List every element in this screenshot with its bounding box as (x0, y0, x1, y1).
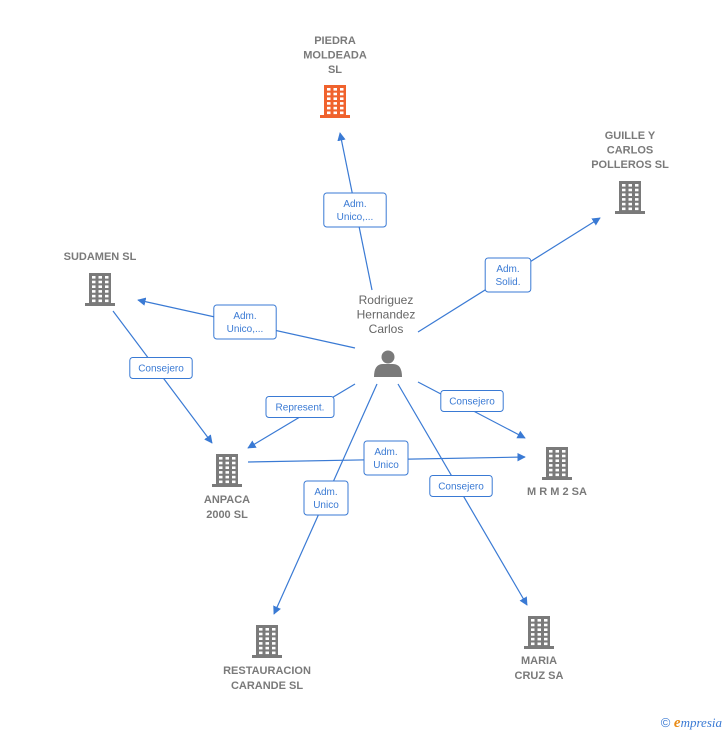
edge-label-center-mrm2[interactable]: Consejero (440, 390, 504, 412)
company-name-sudamen[interactable]: SUDAMEN SL (64, 251, 137, 263)
person-name[interactable]: Hernandez (357, 308, 416, 322)
brand-logo: empresia (673, 715, 722, 731)
building-icon-piedra[interactable] (320, 85, 350, 118)
company-name-restauracion[interactable]: CARANDE SL (231, 680, 303, 692)
company-name-piedra[interactable]: MOLDEADA (303, 50, 367, 62)
company-name-guille[interactable]: CARLOS (607, 145, 653, 157)
person-name[interactable]: Carlos (369, 322, 404, 336)
nodes-layer: PIEDRA MOLDEADA SL GUILLE Y CARLOS POLLEROS S… (64, 35, 669, 692)
edge-label-text: Adm. (233, 311, 256, 322)
building-icon-mrm2[interactable] (542, 447, 572, 480)
company-name-piedra[interactable]: PIEDRA (314, 35, 356, 47)
edge-label-anpaca-mrm2[interactable]: Adm. Unico (363, 440, 409, 476)
company-name-mrm2[interactable]: M R M 2 SA (527, 486, 587, 498)
edge-label-text: Unico,... (227, 324, 264, 335)
edge-label-text: Adm. (374, 447, 397, 458)
edge-label-text: Consejero (449, 397, 495, 408)
building-icon-restauracion[interactable] (252, 625, 282, 658)
building-icon-sudamen[interactable] (85, 273, 115, 306)
company-name-maria[interactable]: CRUZ SA (515, 670, 564, 682)
footer-brand[interactable]: © empresia (661, 715, 722, 732)
edge-label-center-guille[interactable]: Adm. Solid. (484, 257, 532, 293)
edge-label-text: Unico,... (337, 212, 374, 223)
edge-label-sudamen-anpaca[interactable]: Consejero (129, 357, 193, 379)
edge-label-center-piedra[interactable]: Adm. Unico,... (323, 192, 387, 228)
company-name-anpaca[interactable]: ANPACA (204, 494, 250, 506)
edge-labels-layer: Adm. Unico,... Adm. Solid. Adm. Unico,... Cons… (129, 192, 532, 516)
edge-label-center-restauracion[interactable]: Adm. Unico (303, 480, 349, 516)
edge-label-text: Unico (313, 500, 339, 511)
building-icon-anpaca[interactable] (212, 454, 242, 487)
person-name[interactable]: Rodriguez (359, 293, 414, 307)
company-name-maria[interactable]: MARIA (521, 655, 557, 667)
edge-label-center-anpaca[interactable]: Represent. (265, 396, 335, 418)
edge-label-text: Adm. (314, 487, 337, 498)
company-name-piedra[interactable]: SL (328, 64, 342, 76)
person-icon[interactable] (374, 350, 402, 378)
company-name-anpaca[interactable]: 2000 SL (206, 509, 248, 521)
building-icon-guille[interactable] (615, 181, 645, 214)
edge-label-text: Unico (373, 460, 399, 471)
company-name-guille[interactable]: POLLEROS SL (591, 159, 669, 171)
edge-label-text: Solid. (495, 277, 520, 288)
company-name-restauracion[interactable]: RESTAURACION (223, 665, 311, 677)
edge-label-text: Consejero (138, 364, 184, 375)
edge-label-text: Consejero (438, 482, 484, 493)
edge-label-center-maria[interactable]: Consejero (429, 475, 493, 497)
building-icon-maria[interactable] (524, 616, 554, 649)
edge-label-text: Adm. (496, 264, 519, 275)
edge-label-text: Represent. (276, 403, 325, 414)
edge-label-center-sudamen[interactable]: Adm. Unico,... (213, 304, 277, 340)
edge-label-text: Adm. (343, 199, 366, 210)
company-name-guille[interactable]: GUILLE Y (605, 130, 656, 142)
copyright-symbol: © (660, 715, 671, 730)
